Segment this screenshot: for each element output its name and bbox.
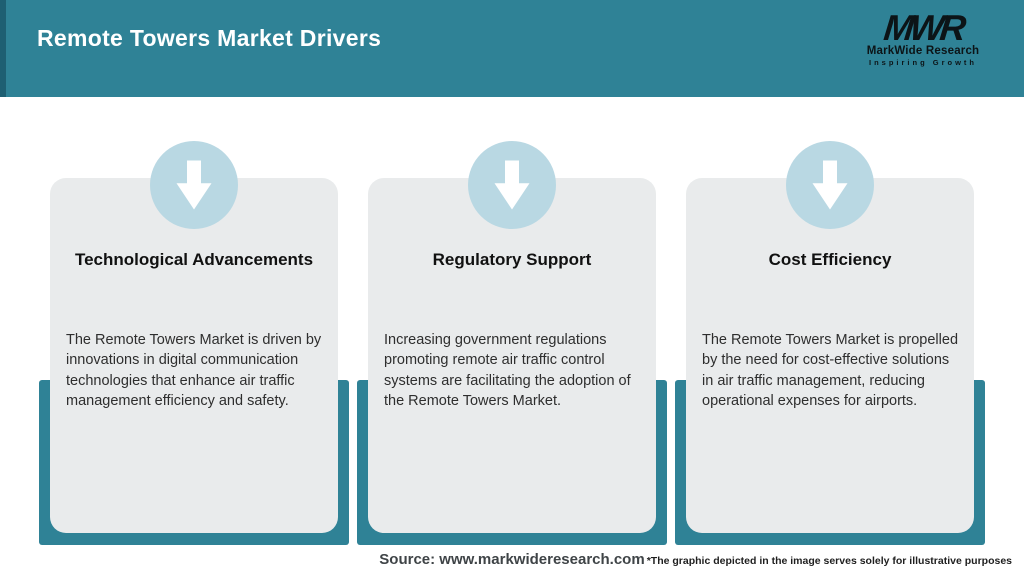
card-description: The Remote Towers Market is driven by in… bbox=[66, 332, 322, 409]
page-title: Remote Towers Market Drivers bbox=[37, 25, 382, 51]
card-title: Technological Advancements bbox=[74, 250, 314, 269]
driver-card-technological-advancements: Technological Advancements The Remote To… bbox=[50, 178, 338, 533]
markwide-research-logo: MWR MarkWide Research Inspiring Growth bbox=[848, 7, 998, 67]
driver-card-cost-efficiency: Cost Efficiency The Remote Towers Market… bbox=[686, 178, 974, 533]
card-description: Increasing government regulations promot… bbox=[384, 332, 631, 409]
card-description: The Remote Towers Market is propelled by… bbox=[702, 332, 959, 409]
header-left-edge bbox=[0, 0, 6, 97]
down-arrow-icon bbox=[150, 141, 238, 229]
source-text: Source: www.markwideresearch.com bbox=[379, 551, 645, 568]
down-arrow-icon bbox=[786, 141, 874, 229]
logo-monogram: MWR bbox=[881, 7, 965, 48]
down-arrow-icon bbox=[468, 141, 556, 229]
card-title: Cost Efficiency bbox=[768, 250, 892, 269]
header-bar: Remote Towers Market Drivers MWR MarkWid… bbox=[0, 0, 1024, 97]
logo-name: MarkWide Research bbox=[866, 45, 980, 57]
disclaimer-text: *The graphic depicted in the image serve… bbox=[646, 555, 1012, 567]
driver-card-regulatory-support: Regulatory Support Increasing government… bbox=[368, 178, 656, 533]
logo-tagline: Inspiring Growth bbox=[869, 58, 977, 67]
card-title: Regulatory Support bbox=[432, 250, 592, 269]
